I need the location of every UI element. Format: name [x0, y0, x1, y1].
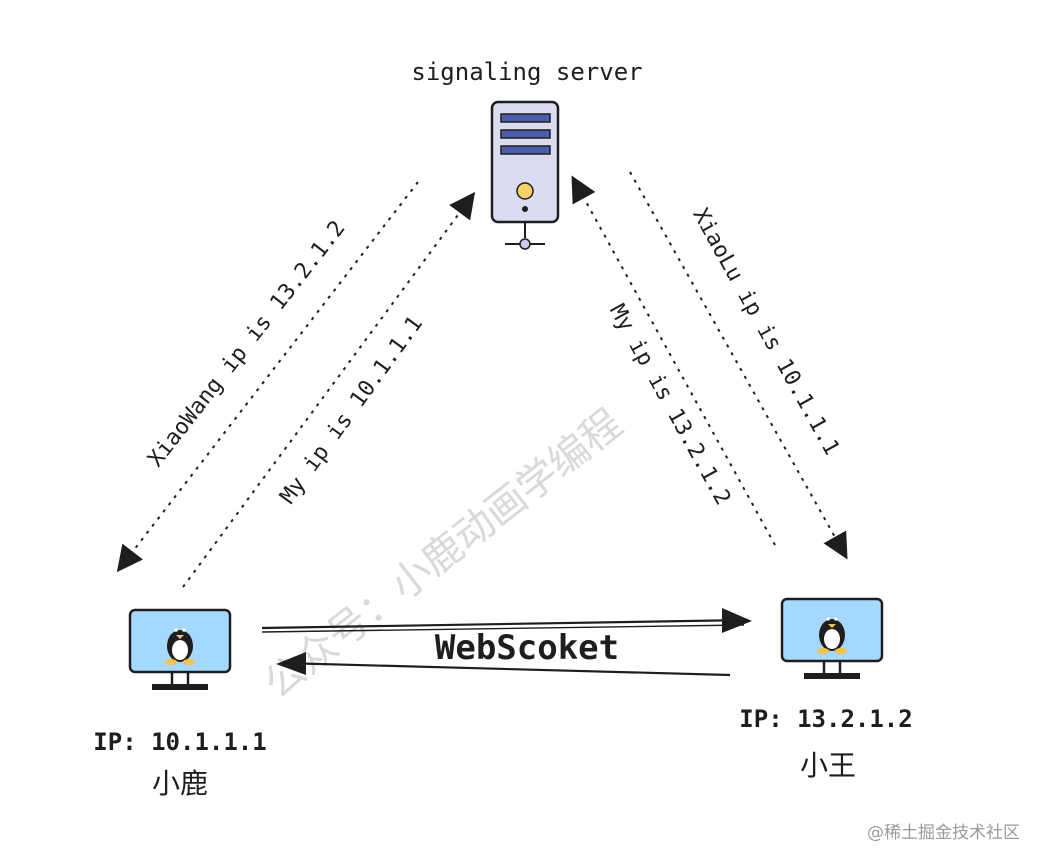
edge-right-to-server	[571, 175, 776, 546]
websocket-arrow-right	[261, 608, 752, 633]
edge-label-server-to-right: XiaoLu ip is 10.1.1.1	[687, 204, 844, 459]
right-node-name: 小王	[800, 749, 856, 782]
footer-watermark: @稀土掘金技术社区	[867, 823, 1020, 843]
left-computer-icon	[128, 608, 232, 690]
edge-server-to-right	[629, 171, 848, 560]
edge-server-to-left	[116, 181, 419, 573]
right-linux-penguin-icon	[817, 617, 847, 654]
right-computer-icon	[780, 597, 884, 679]
server-icon	[490, 100, 560, 250]
websocket-label: WebScoket	[435, 628, 619, 668]
websocket-arrow-left	[276, 652, 731, 677]
edge-label-right-to-server: My ip is 13.2.1.2	[604, 300, 735, 509]
server-label: signaling server	[411, 58, 642, 86]
left-node-ip: IP: 10.1.1.1	[93, 728, 266, 756]
left-node-name: 小鹿	[152, 767, 208, 800]
edge-left-to-server	[182, 191, 476, 588]
edge-label-left-to-server: My ip is 10.1.1.1	[275, 312, 428, 509]
left-linux-penguin-icon	[165, 628, 195, 665]
right-node-ip: IP: 13.2.1.2	[739, 705, 912, 733]
